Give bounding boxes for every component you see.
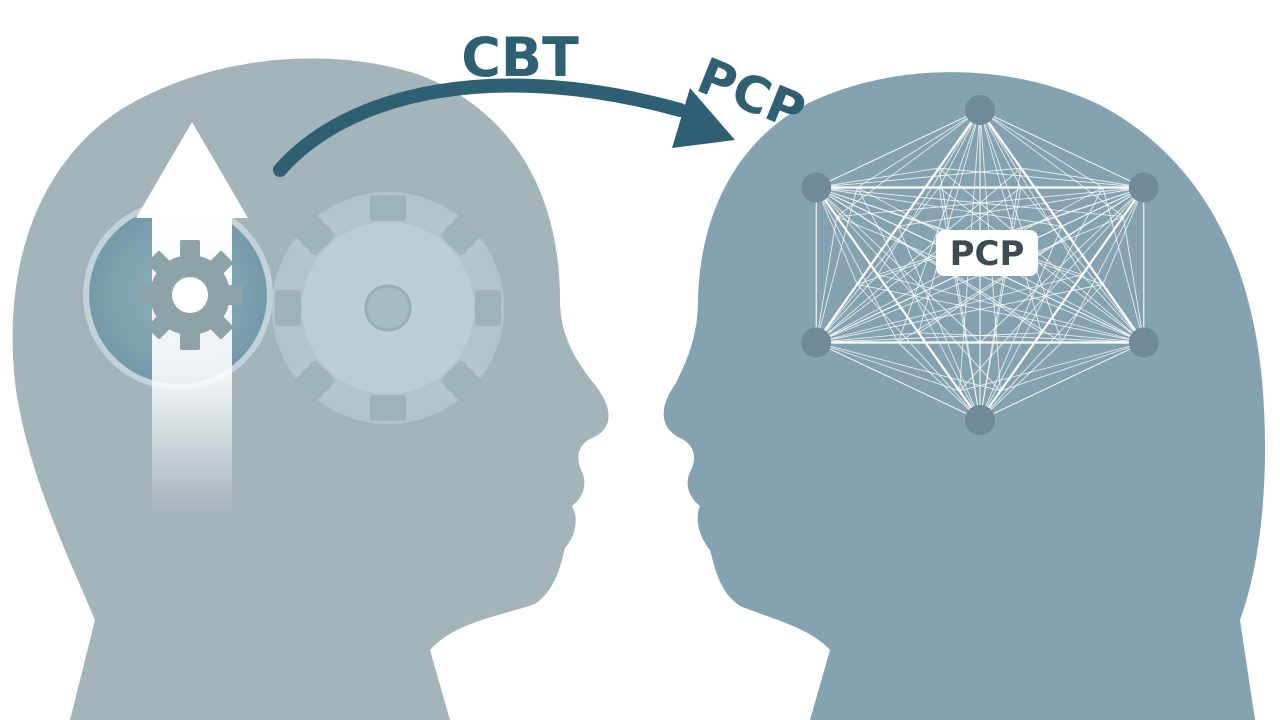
network-strand	[939, 167, 1144, 188]
network-strand	[938, 167, 1145, 343]
network-strand	[816, 109, 981, 188]
network-label-pcp: PCP	[950, 234, 1025, 274]
network-strand	[1082, 274, 1145, 343]
network-strand	[816, 167, 1021, 188]
network-strand	[816, 187, 1062, 227]
network-strand	[816, 187, 1124, 218]
network-strand	[816, 332, 1042, 343]
network-node	[1128, 172, 1159, 203]
network-strand	[815, 216, 838, 343]
network-strand	[816, 283, 1103, 343]
small-gear-icon	[137, 240, 243, 350]
network-strand	[815, 187, 858, 343]
network-strand	[815, 187, 981, 343]
network-node	[801, 172, 832, 203]
network-strand	[979, 226, 1063, 421]
network-strand	[815, 187, 1022, 343]
large-gear-icon	[272, 192, 504, 424]
network-strand	[897, 342, 981, 421]
network-strand	[979, 109, 1124, 217]
network-strand	[1000, 342, 1144, 392]
network-strand	[938, 187, 1145, 343]
network-strand	[979, 284, 1104, 421]
network-strand	[816, 342, 960, 392]
network-strand	[815, 187, 899, 343]
network-node	[1128, 327, 1159, 358]
network-node	[965, 95, 995, 125]
network-strand	[815, 274, 878, 343]
network-strand	[938, 168, 981, 421]
network-strand	[918, 109, 981, 333]
network-strand	[877, 109, 981, 275]
network-strand	[877, 274, 1144, 343]
network-strand	[816, 342, 981, 421]
network-node	[801, 327, 832, 358]
network-strand	[1102, 187, 1145, 343]
network-strand	[836, 109, 981, 217]
network-strand	[1061, 187, 1145, 343]
network-strand	[815, 167, 1022, 343]
network-strand	[836, 216, 1144, 343]
network-strand	[816, 216, 1124, 343]
network-strand	[816, 274, 1083, 343]
arrow-label-cbt: CBT	[461, 26, 579, 89]
network-strand	[815, 187, 1001, 392]
network-strand	[938, 187, 981, 421]
network-strand	[979, 109, 1042, 333]
network-strand	[856, 109, 981, 188]
network-strand	[1020, 167, 1144, 188]
network-strand	[979, 109, 1144, 188]
network-strand	[1122, 216, 1145, 343]
network-strand	[979, 168, 1022, 421]
network-strand	[815, 187, 940, 343]
network-strand	[816, 332, 919, 343]
curved-arrow-icon	[273, 78, 735, 177]
network-strand	[979, 342, 1063, 421]
network-strand	[816, 342, 1001, 392]
network-strand	[1020, 187, 1145, 343]
network-star-icon	[801, 95, 1159, 435]
network-label-box: PCP	[936, 230, 1038, 276]
network-strand	[815, 187, 858, 285]
network-strand	[815, 187, 1042, 334]
network-strand	[918, 332, 1144, 343]
network-node	[965, 405, 995, 435]
network-strand	[816, 167, 940, 188]
network-strand	[979, 109, 1104, 188]
network-strand	[1102, 187, 1145, 285]
network-strand	[816, 187, 899, 227]
network-strand	[979, 187, 1104, 421]
network-strand	[1041, 332, 1144, 343]
network-strand	[979, 342, 1144, 421]
network-strand	[856, 284, 981, 421]
network-strand	[959, 342, 1144, 392]
network-strand	[979, 109, 1083, 275]
